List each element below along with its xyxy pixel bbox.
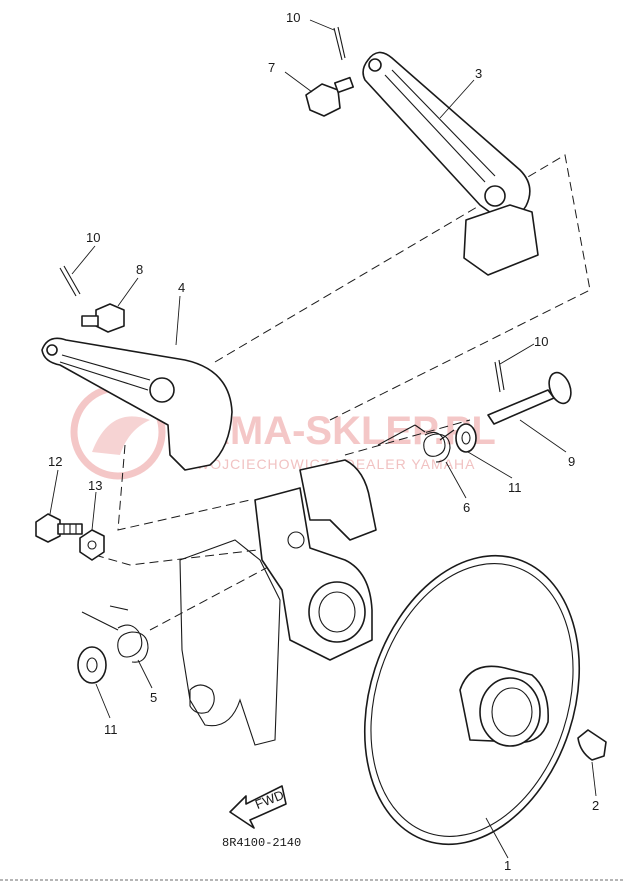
callout-13: 13 (88, 478, 102, 493)
callout-6: 6 (463, 500, 470, 515)
disc-hub (479, 677, 541, 747)
assembly-line-pin9 (344, 419, 471, 456)
callouts: 1 2 3 4 5 6 7 8 9 10 10 10 11 11 12 13 (48, 10, 599, 873)
washer-left (77, 646, 107, 684)
housing-bore (308, 581, 366, 643)
drawing-code: 8R4100-2140 (222, 836, 301, 850)
callout-10-top: 10 (286, 10, 300, 25)
leader-lines (49, 19, 597, 859)
disc-part-1 (363, 554, 581, 846)
callout-10-left: 10 (86, 230, 100, 245)
assembly-line-bolt (94, 544, 301, 566)
callout-11-right: 11 (508, 480, 522, 495)
fwd-arrow-icon: FWD (229, 785, 287, 829)
arm-part-4 (41, 337, 233, 471)
callout-2: 2 (592, 798, 599, 813)
cotter-pin-right (494, 359, 505, 393)
spring-part-5 (81, 605, 149, 663)
spring-part-6 (377, 424, 455, 463)
housing-bracket (179, 459, 377, 746)
callout-3: 3 (475, 66, 482, 81)
callout-8: 8 (136, 262, 143, 277)
joint-part-8 (81, 303, 125, 333)
bolt-part-12 (35, 513, 83, 543)
callout-11-left: 11 (104, 722, 118, 737)
callout-7: 7 (268, 60, 275, 75)
callout-5: 5 (150, 690, 157, 705)
washers-part-11 (77, 423, 477, 684)
callout-12: 12 (48, 454, 62, 469)
callout-1: 1 (504, 858, 511, 873)
pin-part-9 (487, 371, 572, 425)
callout-9: 9 (568, 454, 575, 469)
nut-part-13 (79, 529, 105, 561)
assembly-line-arm4 (117, 444, 251, 531)
callout-10-right: 10 (534, 334, 548, 349)
washer-right (455, 423, 477, 453)
arm-part-3 (362, 51, 539, 276)
key-part-2 (577, 729, 607, 761)
cotter-pins-part-10 (59, 26, 505, 393)
joint-part-7 (305, 76, 355, 117)
cotter-pin-top (333, 26, 346, 61)
watermark-logo-mark (92, 416, 150, 455)
callout-4: 4 (178, 280, 185, 295)
assembly-line-arm3 (214, 154, 591, 421)
cotter-pin-left (59, 265, 81, 297)
